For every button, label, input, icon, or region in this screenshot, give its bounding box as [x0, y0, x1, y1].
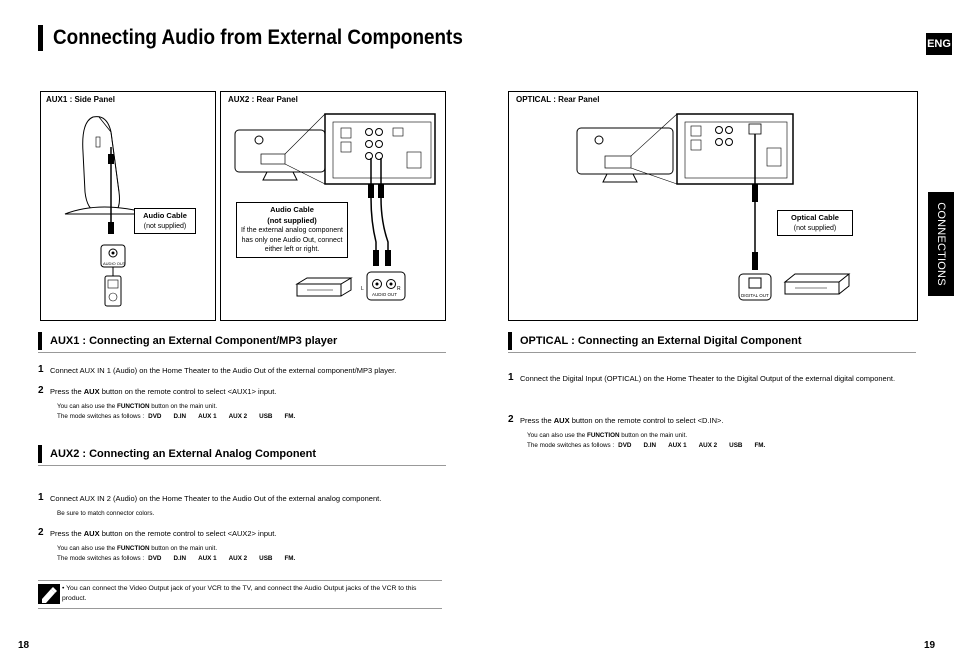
page-number-right: 19: [924, 640, 936, 651]
optical-panel-label: OPTICAL : Rear Panel: [516, 95, 600, 104]
side-tab-label: CONNECTIONS: [935, 202, 947, 286]
aux2-function-note: You can also use the FUNCTION button on …: [57, 545, 218, 552]
aux1-jack-label: AUDIO OUT: [103, 261, 126, 266]
aux2-color-note: Be sure to match connector colors.: [57, 510, 155, 517]
aux1-function-note: You can also use the FUNCTION button on …: [57, 403, 218, 410]
aux1-step-1-text: Connect AUX IN 1 (Audio) on the Home The…: [50, 366, 397, 375]
aux2-jack-l: L: [361, 286, 364, 292]
aux2-jack-r: R: [397, 286, 401, 292]
page-number-left: 18: [18, 640, 30, 651]
optical-cable-sub: (not supplied): [793, 224, 837, 232]
aux1-panel-label: AUX1 : Side Panel: [46, 95, 115, 104]
aux2-cable-note: If the external analog component has onl…: [241, 227, 343, 253]
aux1-section-title-text: AUX1 : Connecting an External Component/…: [50, 335, 338, 347]
optical-section-title-text: OPTICAL : Connecting an External Digital…: [520, 335, 802, 347]
aux1-section-title: AUX1 : Connecting an External Component/…: [38, 330, 446, 353]
optical-diagram-panel: OPTICAL : Rear Panel DIGITAL OUT Op: [508, 91, 918, 321]
aux2-illustration: [234, 113, 436, 301]
optical-step-1-text: Connect the Digital Input (OPTICAL) on t…: [520, 374, 896, 383]
optical-step-2: 2 Press the AUX button on the remote con…: [508, 414, 908, 427]
tip-text: • You can connect the Video Output jack …: [62, 585, 417, 602]
aux1-cable-sub: (not supplied): [143, 222, 187, 230]
aux1-cable-title: Audio Cable: [143, 211, 187, 220]
step-number: 1: [38, 364, 44, 375]
aux2-cable-sub: (not supplied): [267, 215, 317, 225]
page-title-text: Connecting Audio from External Component…: [53, 26, 463, 49]
section-bar: [508, 332, 512, 350]
tip-box: • You can connect the Video Output jack …: [38, 580, 442, 609]
optical-jack-label: DIGITAL OUT: [741, 293, 769, 298]
aux2-section-title-text: AUX2 : Connecting an External Analog Com…: [50, 448, 317, 460]
language-tab: ENG: [926, 33, 952, 55]
pencil-note-icon: [38, 584, 60, 604]
aux2-step-1: 1 Connect AUX IN 2 (Audio) on the Home T…: [38, 492, 448, 505]
section-bar: [38, 332, 42, 350]
aux2-cable-title: Audio Cable: [270, 205, 314, 214]
title-bar: [38, 25, 43, 51]
step-number: 1: [508, 372, 514, 383]
section-side-tab: CONNECTIONS: [928, 192, 954, 296]
aux1-step-2-text: Press the AUX button on the remote contr…: [50, 387, 277, 396]
optical-step-1: 1 Connect the Digital Input (OPTICAL) on…: [508, 372, 908, 385]
step-number: 2: [38, 385, 44, 396]
aux2-jack-label: AUDIO OUT: [372, 292, 398, 297]
optical-section-title: OPTICAL : Connecting an External Digital…: [508, 330, 916, 353]
aux2-step-1-text: Connect AUX IN 2 (Audio) on the Home The…: [50, 494, 382, 503]
aux1-diagram-panel: AUX1 : Side Panel AUDIO OUT Audio Cable …: [40, 91, 216, 321]
section-bar: [38, 445, 42, 463]
aux1-cable-callout: Audio Cable (not supplied): [134, 208, 196, 234]
aux2-section-title: AUX2 : Connecting an External Analog Com…: [38, 443, 446, 466]
step-number: 2: [38, 527, 44, 538]
aux1-illustration: [64, 116, 152, 307]
aux2-cable-callout: Audio Cable (not supplied) If the extern…: [236, 202, 348, 258]
optical-illustration: [576, 113, 851, 301]
step-number: 2: [508, 414, 514, 425]
optical-step-2-text: Press the AUX button on the remote contr…: [520, 416, 724, 425]
aux2-step-2-text: Press the AUX button on the remote contr…: [50, 529, 277, 538]
aux2-panel-label: AUX2 : Rear Panel: [228, 95, 298, 104]
optical-cable-callout: Optical Cable (not supplied): [777, 210, 853, 236]
optical-cable-title: Optical Cable: [791, 213, 839, 222]
aux2-diagram-panel: AUX2 : Rear Panel: [220, 91, 446, 321]
aux2-step-2: 2 Press the AUX button on the remote con…: [38, 527, 448, 540]
step-number: 1: [38, 492, 44, 503]
optical-function-note: You can also use the FUNCTION button on …: [527, 432, 688, 439]
aux1-step-2: 2 Press the AUX button on the remote con…: [38, 385, 448, 398]
page-title: Connecting Audio from External Component…: [38, 24, 508, 52]
aux1-step-1: 1 Connect AUX IN 1 (Audio) on the Home T…: [38, 364, 448, 377]
